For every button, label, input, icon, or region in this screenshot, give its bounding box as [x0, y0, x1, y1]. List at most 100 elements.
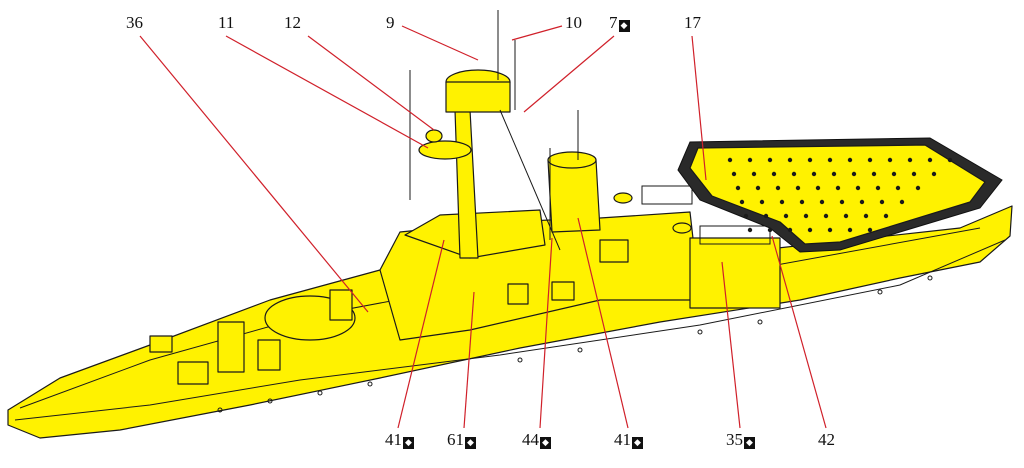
- funnel-top: [547, 151, 597, 169]
- tie-down-point: [799, 199, 805, 205]
- tie-down-point: [847, 227, 853, 233]
- ready-box-1: [217, 321, 245, 373]
- vent-1: [613, 192, 633, 204]
- winch: [599, 239, 629, 263]
- tie-down-point: [831, 171, 837, 177]
- mast-strut: [499, 109, 561, 251]
- portholes: [217, 275, 933, 413]
- tie-down-point: [795, 185, 801, 191]
- callout-35: 35◆: [726, 431, 755, 449]
- tie-down-point: [907, 157, 913, 163]
- helicopter-deck: [689, 144, 986, 245]
- callout-42: 42: [818, 431, 835, 449]
- rail-1: [641, 185, 693, 205]
- tie-down-point: [811, 171, 817, 177]
- callout-12: 12: [284, 14, 301, 32]
- tie-down-point: [735, 185, 741, 191]
- tie-down-point: [843, 213, 849, 219]
- tie-down-point: [775, 185, 781, 191]
- tie-down-point: [835, 185, 841, 191]
- leader-lines: [139, 25, 827, 429]
- tie-down-point: [803, 213, 809, 219]
- callout-36: 36: [126, 14, 143, 32]
- leader-35: [721, 261, 741, 429]
- leader-41b: [577, 217, 629, 429]
- leader-41a: [397, 239, 445, 429]
- callout-label: 41: [385, 430, 402, 449]
- callout-17: 17: [684, 14, 701, 32]
- tie-down-point: [747, 227, 753, 233]
- tie-down-point: [727, 157, 733, 163]
- leader-61: [463, 291, 475, 429]
- crate-1: [507, 283, 529, 305]
- leader-11: [225, 35, 429, 149]
- searchlight-platform: [418, 140, 472, 160]
- ready-box-3: [257, 339, 281, 371]
- funnel: [547, 159, 601, 233]
- tie-down-point: [855, 185, 861, 191]
- tie-down-point: [851, 171, 857, 177]
- callout-label: 44: [522, 430, 539, 449]
- tie-down-point: [767, 157, 773, 163]
- tie-down-point: [827, 157, 833, 163]
- tie-down-point: [883, 213, 889, 219]
- leader-10: [511, 25, 563, 41]
- rail-2: [699, 225, 771, 245]
- tie-down-point: [887, 157, 893, 163]
- callout-10: 10: [565, 14, 582, 32]
- callout-41b: 41◆: [614, 431, 643, 449]
- callout-label: 17: [684, 13, 701, 32]
- tie-down-point: [827, 227, 833, 233]
- tie-down-point: [751, 171, 757, 177]
- tie-down-point: [779, 199, 785, 205]
- tie-down-point: [871, 171, 877, 177]
- tie-down-point: [807, 227, 813, 233]
- tie-down-point: [947, 157, 953, 163]
- forward-gun: [329, 289, 353, 321]
- tie-down-point: [867, 157, 873, 163]
- tie-down-point: [927, 157, 933, 163]
- callout-7: 7◆: [609, 14, 630, 32]
- callout-label: 36: [126, 13, 143, 32]
- tie-down-point: [759, 199, 765, 205]
- leader-12: [307, 35, 435, 131]
- leader-9: [401, 25, 479, 61]
- callout-label: 9: [386, 13, 395, 32]
- tie-down-point: [899, 199, 905, 205]
- part-marker-icon: ◆: [744, 437, 755, 449]
- tie-down-point: [807, 157, 813, 163]
- tie-down-point: [863, 213, 869, 219]
- tie-down-point: [747, 157, 753, 163]
- tie-down-point: [739, 199, 745, 205]
- leader-36: [139, 35, 369, 313]
- crows-nest-body: [445, 81, 511, 113]
- tie-down-point: [891, 171, 897, 177]
- leader-42: [771, 235, 827, 429]
- tie-down-point: [787, 227, 793, 233]
- tie-down-point: [743, 213, 749, 219]
- tie-down-point: [915, 185, 921, 191]
- hull-waterline: [14, 239, 1006, 421]
- callout-label: 61: [447, 430, 464, 449]
- callout-label: 7: [609, 13, 618, 32]
- tie-down-point: [763, 213, 769, 219]
- searchlight: [425, 129, 443, 143]
- callout-label: 42: [818, 430, 835, 449]
- tie-down-point: [767, 227, 773, 233]
- callout-label: 35: [726, 430, 743, 449]
- leader-7: [523, 35, 615, 113]
- tie-down-point: [875, 185, 881, 191]
- callout-61: 61◆: [447, 431, 476, 449]
- leader-17: [691, 35, 707, 181]
- ready-box-2: [177, 361, 209, 385]
- part-marker-icon: ◆: [618, 20, 630, 32]
- callout-44: 44◆: [522, 431, 551, 449]
- deck-tie-down-points: [727, 157, 953, 233]
- callout-label: 12: [284, 13, 301, 32]
- part-marker-icon: ◆: [632, 437, 643, 449]
- hatch-1: [149, 335, 173, 353]
- part-marker-icon: ◆: [403, 437, 414, 449]
- deckhouse-aft: [689, 237, 781, 309]
- part-marker-icon: ◆: [465, 437, 476, 449]
